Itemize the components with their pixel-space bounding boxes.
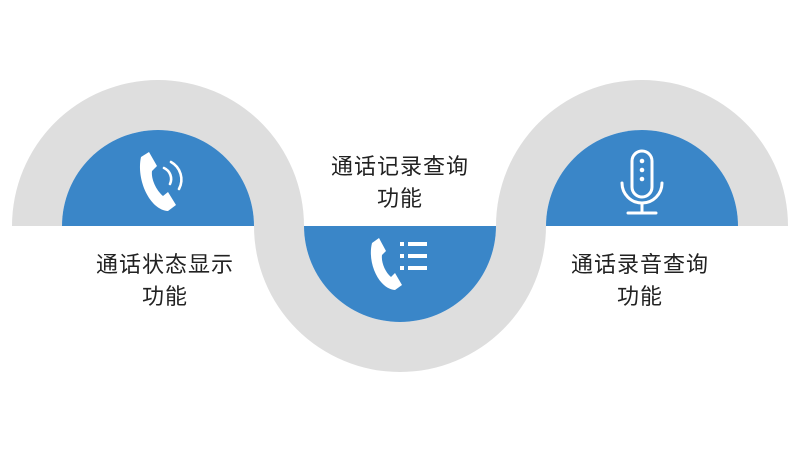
feature-label-line: 功能	[616, 285, 663, 310]
feature-label-call-recordings: 通话录音查询 功能	[525, 250, 755, 314]
feature-disc-1	[62, 130, 254, 226]
track-arc-middle	[254, 226, 546, 372]
feature-label-line: 功能	[141, 285, 188, 310]
microphone-icon	[620, 149, 664, 215]
wave-track	[12, 80, 788, 372]
track-arc-right	[496, 80, 788, 226]
feature-label-line: 通话录音查询	[570, 253, 709, 278]
feature-label-line: 通话状态显示	[95, 253, 234, 278]
feature-label-line: 通话记录查询	[330, 155, 469, 180]
feature-label-line: 功能	[376, 187, 423, 212]
track-arc-left	[12, 80, 304, 227]
phone-ringing-icon	[139, 152, 183, 211]
feature-disc-2	[304, 226, 496, 322]
phone-list-icon	[370, 238, 427, 290]
feature-label-call-records: 通话记录查询 功能	[290, 152, 510, 216]
feature-label-call-status: 通话状态显示 功能	[50, 250, 280, 314]
